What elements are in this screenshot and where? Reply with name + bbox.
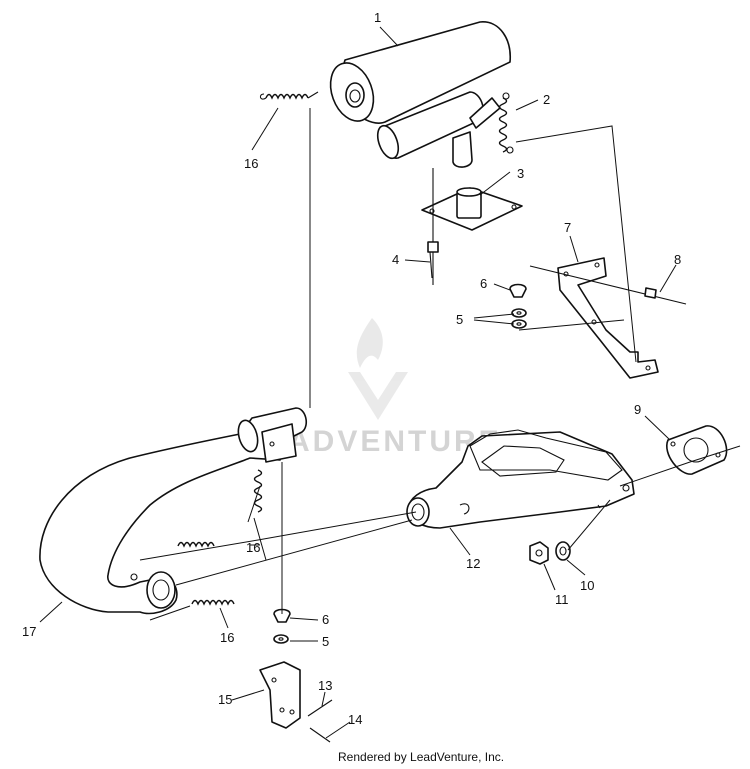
watermark-text: ADVENTURE <box>288 425 502 458</box>
gasket-part-9[interactable] <box>666 425 728 475</box>
callout-labels: 1 2 3 4 5 6 7 8 9 10 11 12 13 14 15 16 1… <box>22 10 681 727</box>
callout-16-top: 16 <box>244 156 258 171</box>
callout-6-upper: 6 <box>480 276 487 291</box>
callout-9: 9 <box>634 402 641 417</box>
callout-16-middle: 16 <box>246 540 260 555</box>
manifold-part-12[interactable] <box>406 429 635 529</box>
watermark-logo <box>348 318 408 420</box>
callout-5-upper: 5 <box>456 312 463 327</box>
callout-16-bottom: 16 <box>220 630 234 645</box>
assembly-lines <box>139 108 741 621</box>
spring-part-16-middle[interactable] <box>177 541 215 548</box>
spring-part-2[interactable] <box>498 92 514 154</box>
callout-14: 14 <box>348 712 362 727</box>
bolt-part-14[interactable] <box>309 727 331 743</box>
washers-part-5-upper[interactable] <box>511 308 527 329</box>
grommet-part-6-lower[interactable] <box>273 608 291 623</box>
callout-6-lower: 6 <box>322 612 329 627</box>
rendered-by-credit: Rendered by LeadVenture, Inc. <box>338 750 505 764</box>
spring-part-16-bottom[interactable] <box>191 599 235 606</box>
callout-12: 12 <box>466 556 480 571</box>
screw-part-8[interactable] <box>529 265 687 305</box>
leader-lines <box>39 26 677 739</box>
muffler-part-1[interactable] <box>323 21 511 168</box>
callout-13: 13 <box>318 678 332 693</box>
callout-7: 7 <box>564 220 571 235</box>
bracket-part-15[interactable] <box>259 661 301 729</box>
grommet-part-6-upper[interactable] <box>509 283 527 298</box>
callout-1: 1 <box>374 10 381 25</box>
callout-15: 15 <box>218 692 232 707</box>
callout-17: 17 <box>22 624 36 639</box>
washer-part-10[interactable] <box>555 541 571 561</box>
callout-8: 8 <box>674 252 681 267</box>
callout-5-lower: 5 <box>322 634 329 649</box>
callout-3: 3 <box>517 166 524 181</box>
bolt-part-4[interactable] <box>427 168 439 285</box>
callout-11: 11 <box>555 592 569 607</box>
callout-10: 10 <box>580 578 594 593</box>
callout-2: 2 <box>543 92 550 107</box>
grommet-plate-part-3[interactable] <box>421 187 523 231</box>
spring-part-16-top[interactable] <box>259 91 319 100</box>
spring-part-16-middle-vertical[interactable] <box>253 469 263 513</box>
exhaust-pipe-part-17[interactable] <box>39 407 308 615</box>
nut-part-11[interactable] <box>529 541 549 565</box>
callout-4: 4 <box>392 252 399 267</box>
bracket-part-7[interactable] <box>557 257 659 379</box>
bolt-part-13[interactable] <box>307 699 333 717</box>
washer-part-5-lower[interactable] <box>273 634 289 644</box>
